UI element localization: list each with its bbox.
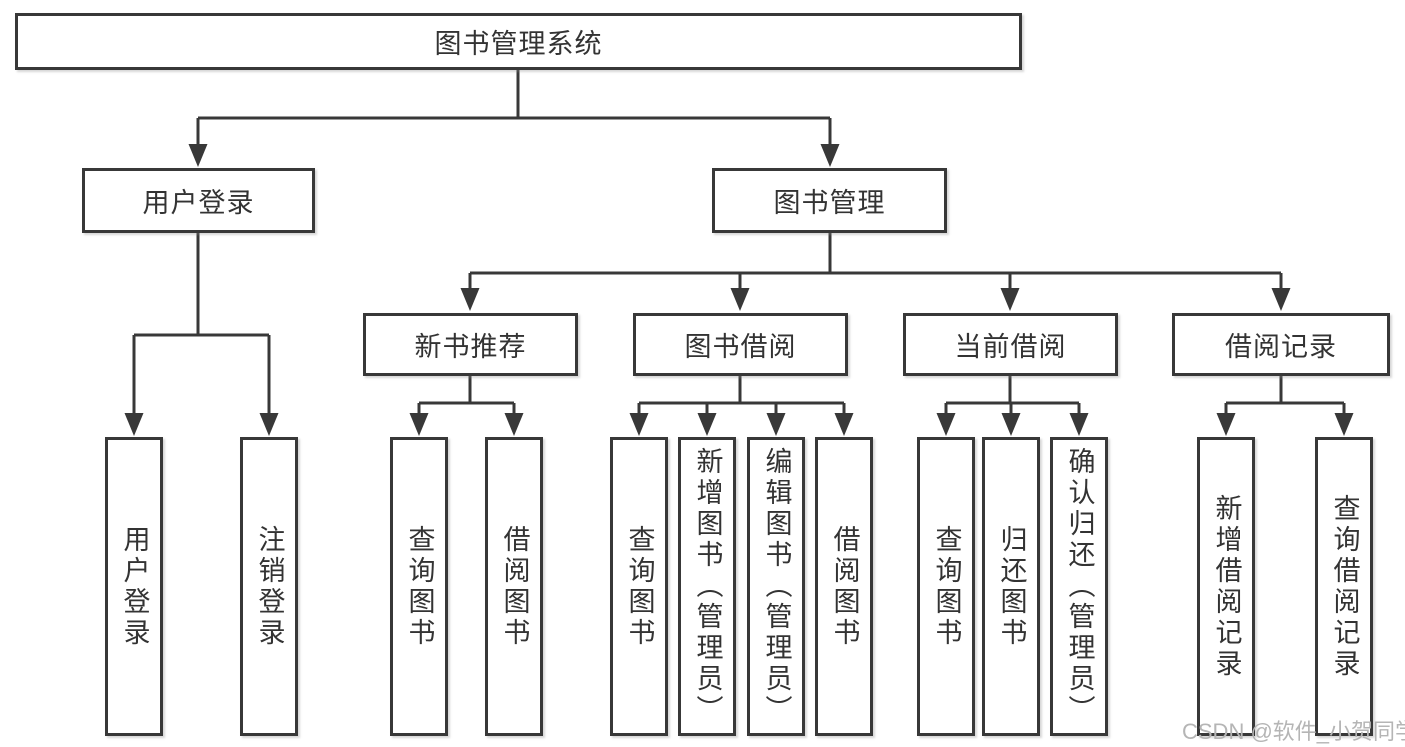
node-root-label: 图书管理系统: [434, 29, 603, 59]
node-current-borrow-label: 当前借阅: [954, 332, 1067, 362]
node-leaf-bb-edit-book-admin-label: 编辑图书（管理员）: [761, 447, 792, 726]
connector-book-borrow-children: [637, 376, 846, 415]
node-leaf-br-query-record-label: 查询借阅记录: [1329, 493, 1360, 680]
csdn-watermark: CSDN @软件_小贺同学: [1182, 719, 1405, 744]
node-leaf-bb-query-book: 查询图书: [610, 437, 668, 736]
node-book-borrow-label: 图书借阅: [684, 332, 797, 362]
node-leaf-cb-confirm-return-admin: 确认归还（管理员）: [1050, 437, 1108, 736]
arrowhead-cb-confirm: [1069, 413, 1089, 436]
arrowhead-br-query: [1334, 413, 1354, 436]
node-leaf-br-add-record: 新增借阅记录: [1197, 437, 1255, 736]
arrowhead-nb-query: [409, 413, 429, 436]
arrowhead-cb-return: [1001, 413, 1021, 436]
arrowhead-cb-query: [936, 413, 956, 436]
node-leaf-bb-add-book-admin: 新增图书（管理员）: [678, 437, 736, 736]
node-new-book-recommend: 新书推荐: [363, 313, 578, 376]
connector-book-management-children: [468, 233, 1283, 290]
node-user-login-label: 用户登录: [142, 188, 255, 218]
arrowhead-user-login: [188, 144, 208, 167]
arrowhead-br-add: [1216, 413, 1236, 436]
arrowhead-bb-borrow: [834, 413, 854, 436]
arrowhead-bb-edit: [766, 413, 786, 436]
node-leaf-cb-confirm-return-admin-label: 确认归还（管理员）: [1064, 447, 1095, 726]
node-leaf-nb-borrow-book-label: 借阅图书: [499, 524, 530, 649]
node-leaf-bb-add-book-admin-label: 新增图书（管理员）: [692, 447, 723, 726]
node-leaf-user-login-label: 用户登录: [119, 524, 150, 649]
node-new-book-recommend-label: 新书推荐: [414, 332, 527, 362]
node-leaf-nb-query-book-label: 查询图书: [404, 524, 435, 649]
node-book-management-label: 图书管理: [773, 188, 886, 218]
node-book-borrow: 图书借阅: [633, 313, 848, 376]
node-leaf-nb-borrow-book: 借阅图书: [485, 437, 543, 736]
node-leaf-bb-borrow-book: 借阅图书: [815, 437, 873, 736]
node-leaf-br-query-record: 查询借阅记录: [1315, 437, 1373, 736]
connector-root-to-level2: [196, 70, 832, 146]
node-leaf-bb-edit-book-admin: 编辑图书（管理员）: [747, 437, 805, 736]
arrowhead-book-borrow: [730, 288, 750, 311]
connector-current-borrow-children: [944, 376, 1081, 415]
node-root-system: 图书管理系统: [15, 13, 1022, 70]
node-user-login: 用户登录: [82, 168, 315, 233]
connector-user-login-children: [132, 233, 271, 415]
node-book-management: 图书管理: [712, 168, 947, 233]
arrowhead-new-book: [460, 288, 480, 311]
node-borrow-record-label: 借阅记录: [1225, 332, 1337, 362]
node-leaf-cb-return-book-label: 归还图书: [996, 524, 1027, 649]
node-leaf-logout-label: 注销登录: [254, 524, 285, 649]
arrowhead-bb-query: [629, 413, 649, 436]
node-leaf-logout: 注销登录: [240, 437, 298, 736]
arrowhead-current-borrow: [1000, 288, 1020, 311]
arrowhead-user-login-child: [124, 413, 144, 436]
node-leaf-bb-query-book-label: 查询图书: [624, 524, 655, 649]
arrowhead-borrow-record: [1271, 288, 1291, 311]
arrowhead-logout-child: [259, 413, 279, 436]
node-leaf-br-add-record-label: 新增借阅记录: [1211, 493, 1242, 680]
arrowhead-bb-add: [697, 413, 717, 436]
arrowhead-nb-borrow: [504, 413, 524, 436]
node-leaf-cb-query-book-label: 查询图书: [931, 524, 962, 649]
node-current-borrow: 当前借阅: [903, 313, 1118, 376]
node-borrow-record: 借阅记录: [1172, 313, 1390, 376]
connector-new-book-children: [417, 376, 516, 415]
node-leaf-bb-borrow-book-label: 借阅图书: [829, 524, 860, 649]
node-leaf-cb-return-book: 归还图书: [982, 437, 1040, 736]
node-leaf-user-login: 用户登录: [105, 437, 163, 736]
arrowhead-book-management: [820, 144, 840, 167]
node-leaf-cb-query-book: 查询图书: [917, 437, 975, 736]
connector-borrow-record-children: [1224, 376, 1346, 415]
node-leaf-nb-query-book: 查询图书: [390, 437, 448, 736]
